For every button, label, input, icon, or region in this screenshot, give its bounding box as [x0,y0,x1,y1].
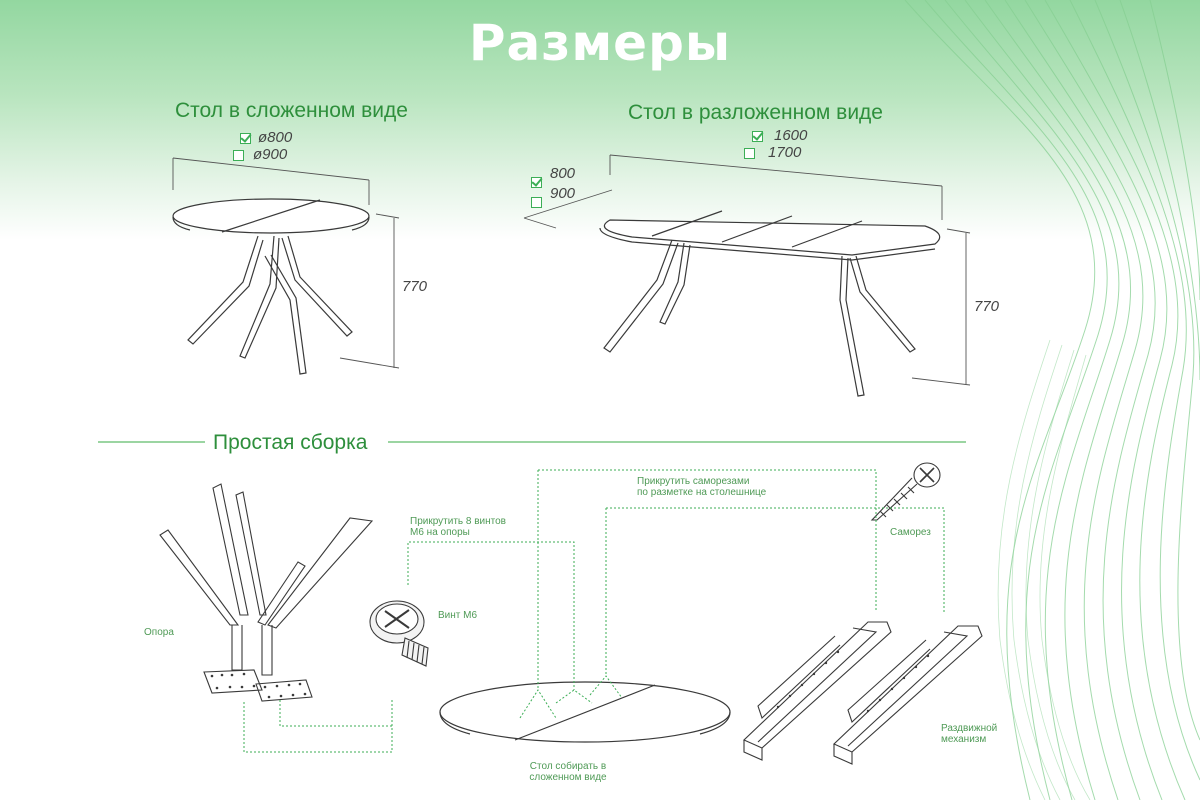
bolt-instruction-line-1: Прикрутить 8 винтов [410,516,506,527]
tabletop-split-line [514,684,656,741]
extended-heading: Стол в разложенном виде [628,101,883,124]
header-gradient-band [0,0,1200,240]
base-drawing [159,483,374,702]
slide-mechanism-drawing [743,621,983,765]
base-plate-holes [210,672,307,699]
tabletop-seam [221,199,321,233]
extended-length-1600: 1600 [774,127,808,144]
checkbox-empty-icon [233,150,244,161]
extended-tabletop [604,219,941,256]
extension-seam-2 [721,215,793,243]
extended-table-legs-left [603,239,691,353]
extended-length-1700: 1700 [768,144,802,161]
decorative-waves [904,0,1200,800]
extended-table-legs-right [839,255,916,397]
screw-instruction-line-2: по разметке на столешнице [637,487,767,498]
extended-height-dimension: 770 [974,298,1000,315]
folded-option-900: ø900 [253,146,288,163]
folded-height-dimension: 770 [402,278,428,295]
screw-label: Саморез [890,527,931,538]
checkbox-empty-icon [744,148,755,159]
mechanism-label-line-2: механизм [941,734,987,745]
extended-width-900: 900 [550,185,576,202]
base-plate-right [255,679,313,702]
cross-head-bolt-icon [369,600,429,667]
checkbox-checked-icon [531,177,542,188]
tabletop-assembly-drawing [439,681,731,743]
folded-option-800: ø800 [258,129,293,146]
bolt-instruction-line-2: М6 на опоры [410,527,470,538]
tabletop-caption: Стол собирать в сложенном виде [508,761,628,783]
tabletop-caption-line-1: Стол собирать в [529,761,607,772]
tabletop-caption-line-2: сложенном виде [529,772,607,783]
folded-table-drawing [172,198,370,375]
bolt-label: Винт М6 [438,610,478,621]
base-label: Опора [144,627,174,638]
mechanism-label: Раздвижной механизм [941,723,997,745]
checkbox-empty-icon [531,197,542,208]
mechanism-label-line-1: Раздвижной [941,723,998,734]
checkbox-checked-icon [240,133,251,144]
assembly-guide-lines [243,469,945,753]
extended-width-800: 800 [550,165,576,182]
bolt-instruction: Прикрутить 8 винтов М6 на опоры [410,516,506,538]
decorative-waves-fine [997,339,1091,800]
folded-table-legs [187,235,353,375]
page-title: Размеры [468,14,732,72]
extension-seam-1 [651,210,723,237]
extension-seam-3 [791,220,863,248]
extended-dimension-lines [523,154,971,386]
assembly-heading: Простая сборка [213,431,368,454]
base-plate-left [203,669,263,694]
self-tapping-screw-icon [870,462,941,521]
screw-instruction: Прикрутить саморезами по разметке на сто… [637,476,766,498]
slide-mechanism-holes [776,650,930,713]
folded-heading: Стол в сложенном виде [175,99,408,122]
checkbox-checked-icon [752,131,763,142]
folded-dimension-lines [172,157,400,369]
extended-table-drawing [599,210,941,397]
screw-instruction-line-1: Прикрутить саморезами [637,476,750,487]
